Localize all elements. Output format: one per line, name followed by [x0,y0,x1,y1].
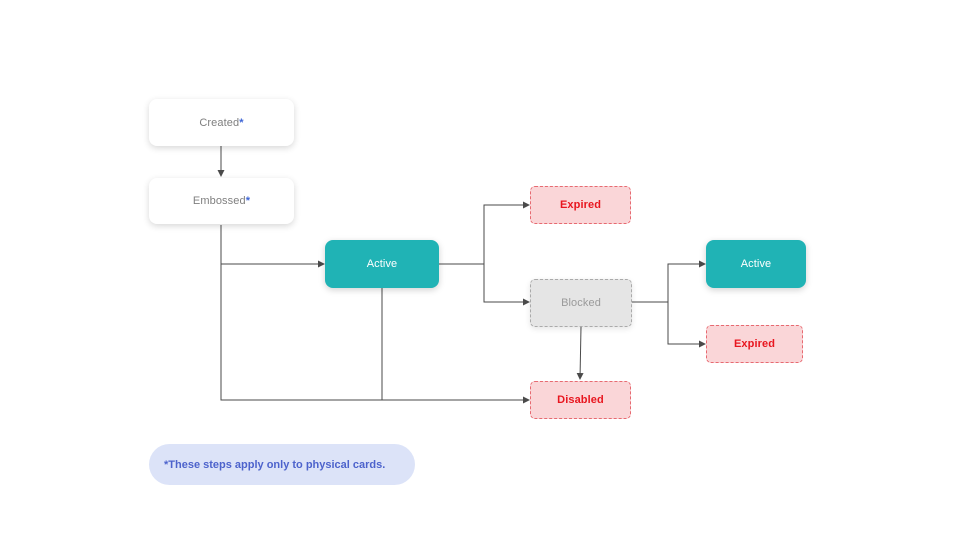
node-disabled-label: Disabled [557,394,604,406]
node-active-main: Active [325,240,439,288]
node-embossed-label: Embossed [192,195,246,207]
edge-active-blocked [483,264,530,306]
node-expired-right-label: Expired [733,338,776,350]
node-active-main-label: Active [366,258,398,270]
node-embossed: Embossed* [149,178,294,224]
physical-cards-note: *These steps apply only to physical card… [149,444,415,485]
node-expired-top: Expired [530,186,631,224]
node-expired-right: Expired [706,325,803,363]
edge-embossed-disabled [220,264,530,404]
node-expired-top-label: Expired [559,199,602,211]
edge-blocked-active [632,260,706,303]
node-active-right-label: Active [740,258,772,270]
node-active-right: Active [706,240,806,288]
edge-blocked-disabled [576,326,584,380]
physical-cards-note-text: *These steps apply only to physical card… [164,458,386,471]
node-blocked: Blocked [530,279,632,327]
node-blocked-label: Blocked [561,297,601,309]
edge-active-expired [439,201,530,265]
physical-card-asterisk: * [239,116,244,129]
node-created: Created* [149,99,294,146]
edge-embossed-active [220,225,325,268]
node-created-label: Created [199,116,240,129]
edge-blocked-expired [667,302,706,348]
node-disabled: Disabled [530,381,631,419]
physical-card-asterisk: * [245,195,251,207]
